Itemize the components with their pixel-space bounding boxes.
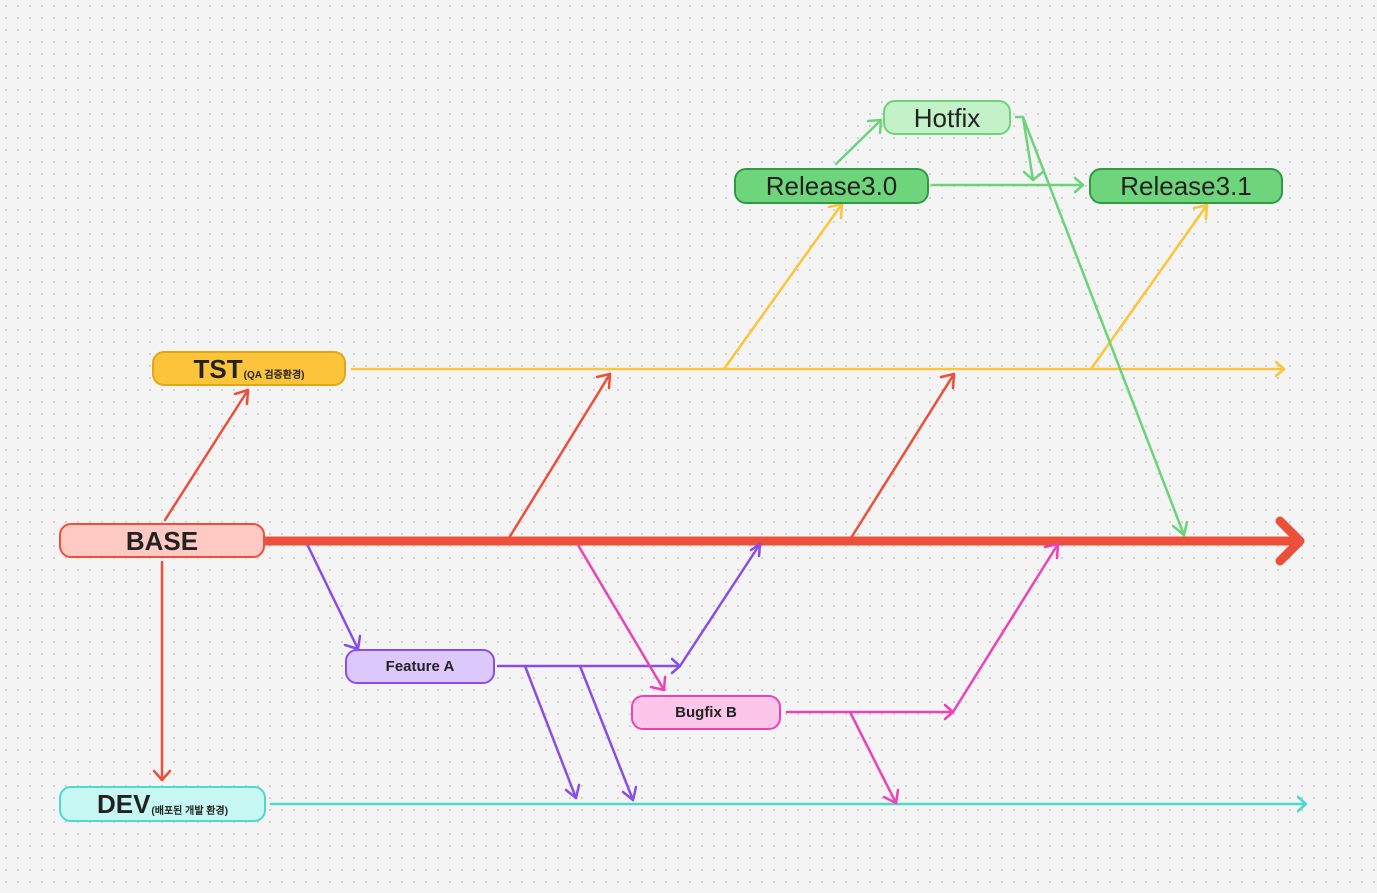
node-release-31[interactable]: Release3.1 xyxy=(1089,168,1283,204)
base-to-tst-merge-arrow-1 xyxy=(507,372,612,540)
hotfix-to-release31-arrow xyxy=(1014,115,1045,182)
release30-to-hotfix-arrow xyxy=(834,118,883,166)
node-bugfix-b[interactable]: Bugfix B xyxy=(631,695,781,730)
base-to-tst-arrow xyxy=(163,388,250,522)
node-hotfix[interactable]: Hotfix xyxy=(883,100,1011,135)
base-to-feature-arrow xyxy=(306,544,362,651)
node-bugfix-b-label: Bugfix B xyxy=(675,704,737,721)
base-to-dev-arrow xyxy=(152,560,172,782)
tst-to-release31-arrow xyxy=(1089,203,1209,371)
feature-to-dev-arrow-2 xyxy=(578,664,638,802)
node-release-30-label: Release3.0 xyxy=(765,171,898,201)
node-base-label: BASE xyxy=(125,525,199,556)
node-hotfix-label: Hotfix xyxy=(913,102,981,133)
release30-to-release31-arrow xyxy=(930,176,1085,194)
base-trunk-arrow xyxy=(260,516,1305,566)
bugfix-to-dev-arrow xyxy=(848,710,900,805)
node-dev[interactable]: DEV (배포된 개발 환경) xyxy=(59,786,266,822)
feature-to-base-arrow xyxy=(496,542,762,675)
node-base[interactable]: BASE xyxy=(59,523,265,558)
node-feature-a-label: Feature A xyxy=(385,658,455,675)
base-to-tst-merge-arrow-2 xyxy=(849,372,956,540)
bugfix-to-base-arrow xyxy=(785,542,1060,721)
feature-to-dev-arrow-1 xyxy=(523,664,581,800)
tst-trunk-arrow xyxy=(350,360,1286,378)
hotfix-to-base-arrow xyxy=(1021,115,1189,537)
base-to-bugfix-arrow xyxy=(576,543,667,692)
node-dev-sub-label: (배포된 개발 환경) xyxy=(151,805,229,817)
dev-trunk-arrow xyxy=(269,795,1308,813)
node-feature-a[interactable]: Feature A xyxy=(345,649,495,684)
node-release-31-label: Release3.1 xyxy=(1120,171,1252,201)
node-tst-label: TST xyxy=(193,353,243,384)
node-tst-sub-label: (QA 검증환경) xyxy=(243,370,305,381)
tst-to-release30-arrow xyxy=(722,202,844,371)
node-tst[interactable]: TST (QA 검증환경) xyxy=(152,351,346,386)
node-dev-label: DEV xyxy=(96,789,151,819)
node-release-30[interactable]: Release3.0 xyxy=(734,168,929,204)
